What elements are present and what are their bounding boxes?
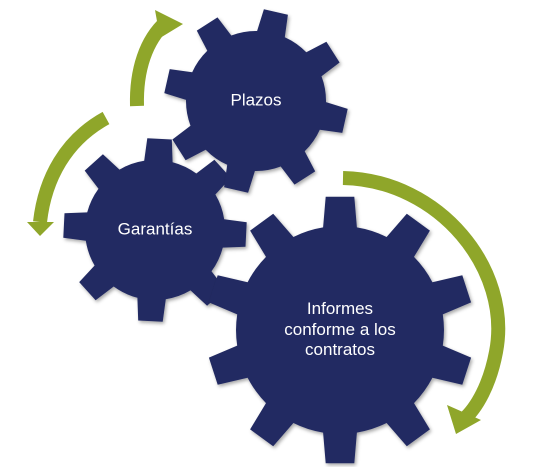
arrow-plazos-to-informes-head — [447, 405, 481, 434]
arrow-plazos-to-garantias-shaft — [33, 111, 110, 223]
arrow-garantias-to-plazos — [129, 10, 183, 107]
gear-plazos — [164, 9, 348, 193]
gear-label-garantias: Garantías — [117, 219, 193, 239]
arrow-plazos-to-garantias-head — [27, 222, 54, 236]
arrow-plazos-to-informes — [342, 171, 506, 434]
gear-garantias — [63, 138, 247, 322]
arrow-plazos-to-garantias — [27, 111, 110, 236]
arrow-garantias-to-plazos-head — [155, 10, 183, 38]
gear-label-plazos: Plazos — [230, 90, 282, 110]
gear-informes — [208, 196, 472, 464]
arrow-plazos-to-informes-shaft — [342, 171, 506, 426]
